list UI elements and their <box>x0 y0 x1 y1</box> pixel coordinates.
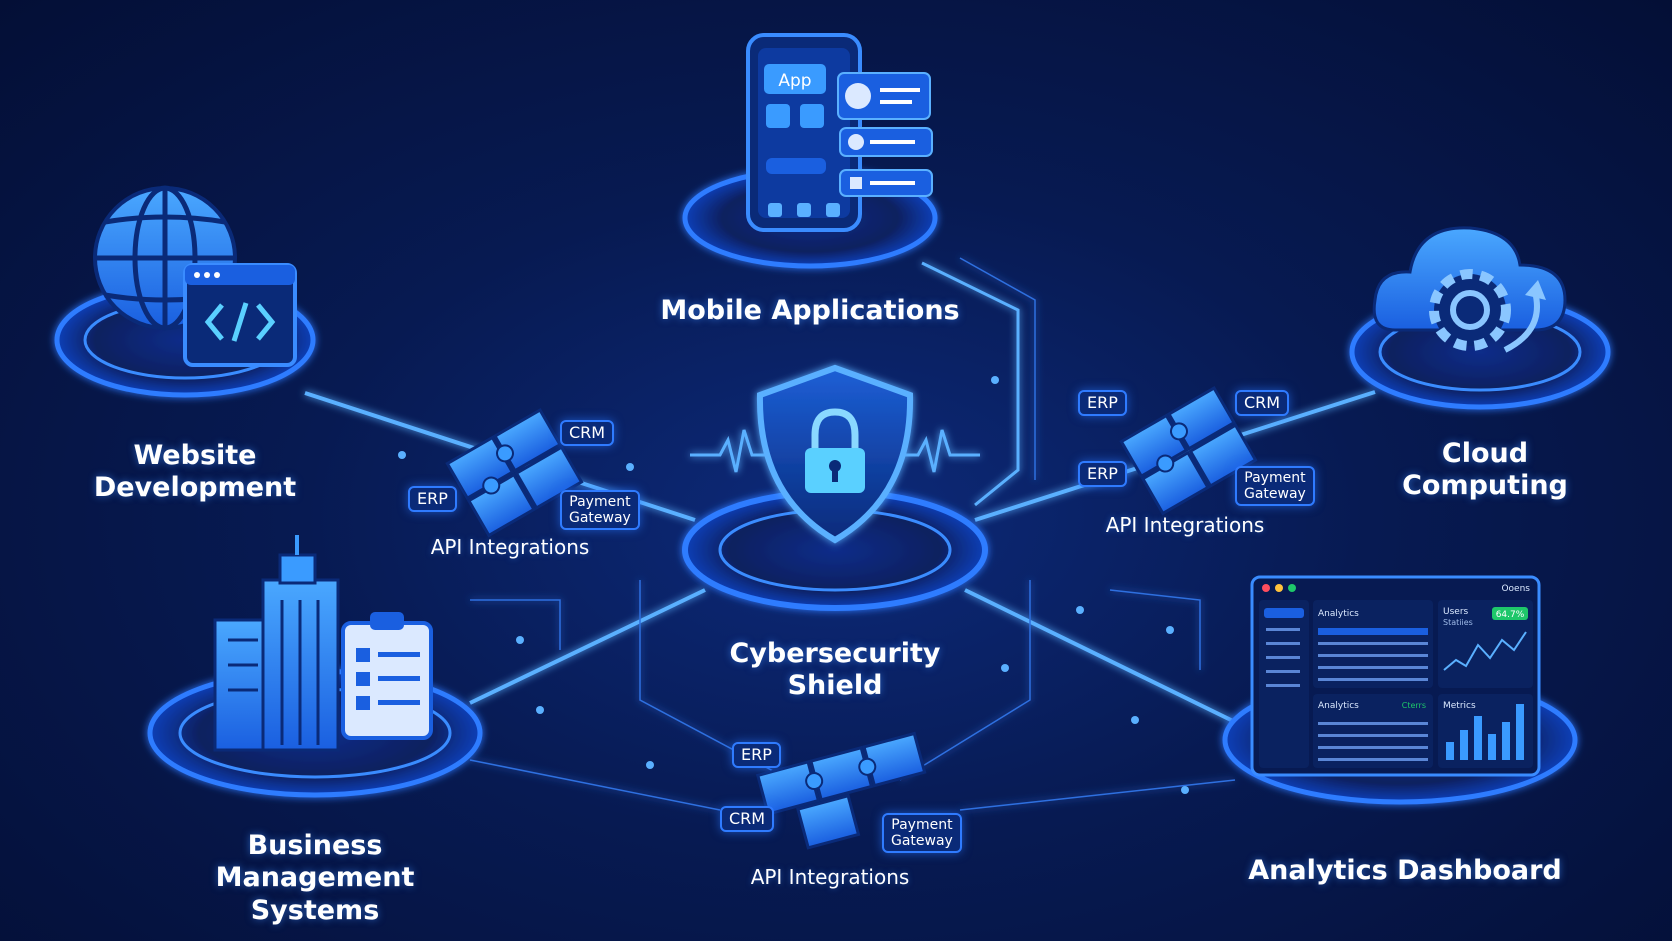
dash-users-sub: Statiies <box>1443 618 1473 627</box>
business-node <box>147 535 483 798</box>
buildings-icon <box>213 535 340 752</box>
api-label-right: API Integrations <box>1105 513 1265 537</box>
dash-menu-label: Ooens <box>1501 584 1530 594</box>
beam-mobile <box>921 261 1020 507</box>
trace-4 <box>469 759 721 811</box>
api-label-left: API Integrations <box>430 535 590 559</box>
tag-crm-left: CRM <box>560 420 615 447</box>
business-label: Business Management Systems <box>215 830 415 926</box>
trace-1 <box>959 257 1036 480</box>
beam-analytics <box>964 588 1236 724</box>
trace-3 <box>899 580 1031 781</box>
trace-7 <box>470 599 561 650</box>
tag-erp-right-top: ERP <box>1078 390 1127 417</box>
puzzle-icon-right <box>1119 385 1258 516</box>
checklist-clipboard-icon <box>341 612 433 740</box>
code-window-icon <box>183 263 297 367</box>
tag-payment-left: Payment Gateway <box>560 490 640 531</box>
cloud-node <box>1349 226 1611 410</box>
dash-analytics-title: Analytics <box>1318 609 1359 619</box>
lock-icon <box>805 408 865 493</box>
mobile-node <box>682 33 938 269</box>
phone-icon <box>746 33 862 232</box>
gear-icon <box>1429 269 1546 353</box>
dash-badge: 64.7% <box>1496 610 1525 620</box>
mobile-label: Mobile Applications <box>660 295 960 326</box>
dashboard-window-icon <box>1250 575 1541 777</box>
cybersecurity-shield-node <box>682 364 988 611</box>
dash-analytics2-badge: Cterrs <box>1402 701 1426 710</box>
cloud-label: Cloud Computing <box>1402 438 1568 502</box>
tag-payment-right: Payment Gateway <box>1235 466 1315 507</box>
analytics-node <box>1222 575 1578 805</box>
phone-app-label: App <box>778 71 811 91</box>
tag-crm-bottom: CRM <box>720 806 775 833</box>
profile-cards-icon <box>837 72 933 197</box>
tag-erp-bottom: ERP <box>732 742 781 769</box>
pulse-line-left <box>690 429 770 473</box>
dash-analytics2-title: Analytics <box>1318 701 1359 711</box>
puzzle-icon-bottom <box>755 731 927 850</box>
trace-5 <box>959 779 1236 811</box>
beam-business <box>469 588 706 705</box>
tag-erp-right-bottom: ERP <box>1078 461 1127 488</box>
dash-users-title: Users <box>1443 607 1469 617</box>
tag-payment-bottom: Payment Gateway <box>882 813 962 854</box>
dash-metrics-title: Metrics <box>1443 701 1476 711</box>
tag-erp-left: ERP <box>408 486 457 513</box>
center-label: Cybersecurity Shield <box>729 638 941 702</box>
website-node <box>54 185 316 398</box>
analytics-label: Analytics Dashboard <box>1248 855 1562 886</box>
trace-6 <box>1109 589 1201 670</box>
website-label: Website Development <box>93 440 297 504</box>
tag-crm-right: CRM <box>1235 390 1290 417</box>
pulse-line-right <box>900 429 980 473</box>
api-label-bottom: API Integrations <box>750 865 910 889</box>
puzzle-icon-left <box>445 407 584 538</box>
